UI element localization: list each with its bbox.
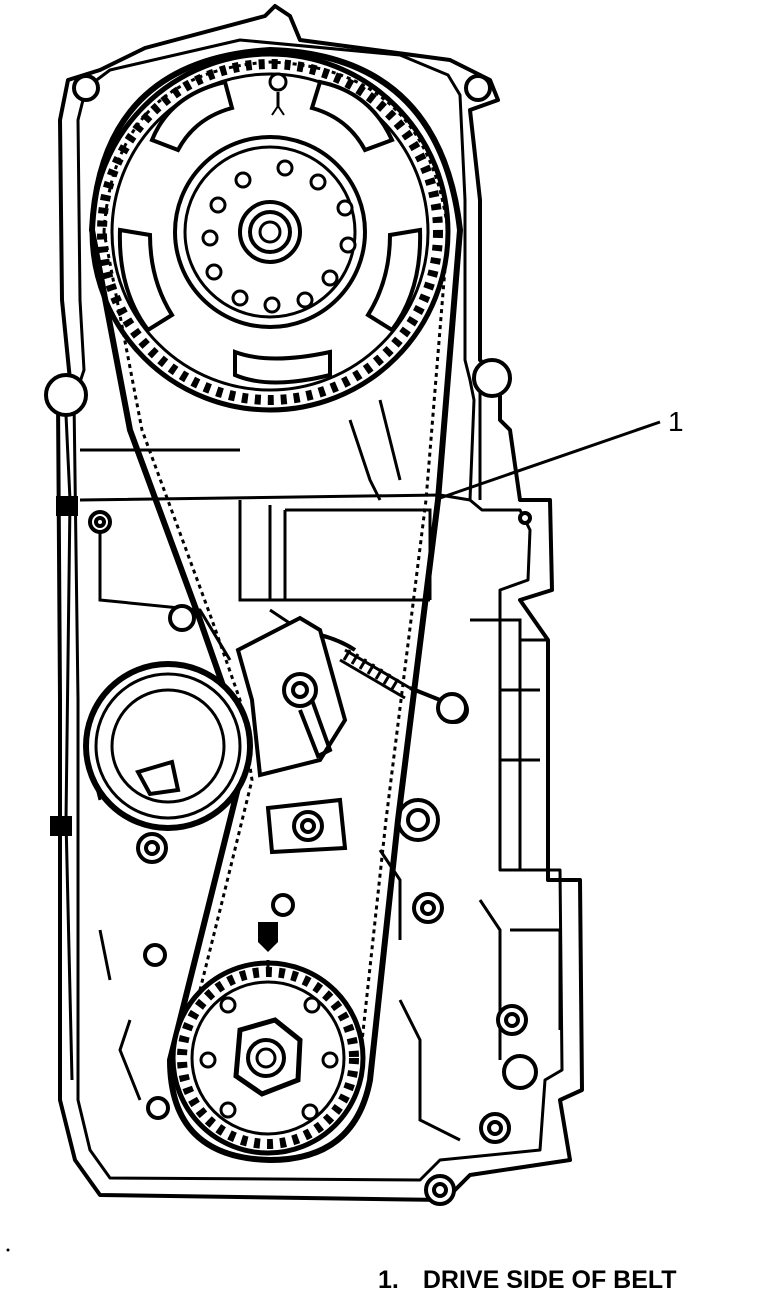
crankshaft-sprocket bbox=[170, 960, 366, 1156]
legend: 1. DRIVE SIDE OF BELT bbox=[378, 1266, 677, 1295]
legend-number: 1. bbox=[378, 1266, 399, 1294]
callout-leader bbox=[439, 420, 661, 500]
wire-harness bbox=[50, 414, 78, 1081]
water-pump-bolt bbox=[265, 797, 348, 855]
engine-housing bbox=[56, 4, 584, 1202]
crank-timing-mark bbox=[258, 922, 278, 952]
callout-number: 1 bbox=[668, 406, 684, 437]
legend-text: DRIVE SIDE OF BELT bbox=[422, 1266, 677, 1294]
camshaft-sprocket bbox=[89, 51, 451, 413]
tensioner-pulley bbox=[83, 661, 253, 831]
timing-belt bbox=[88, 46, 464, 1164]
mounting-holes bbox=[44, 74, 538, 1206]
tensioner-spring bbox=[235, 615, 468, 778]
